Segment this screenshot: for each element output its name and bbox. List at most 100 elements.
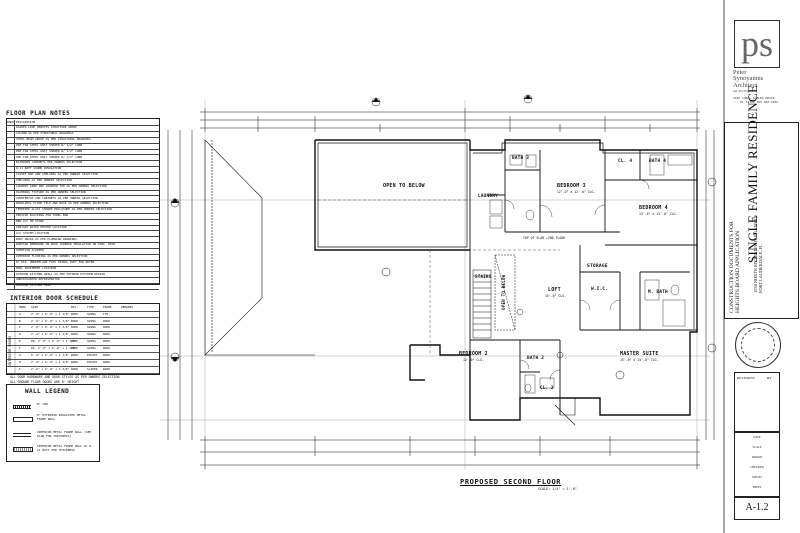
door-schedule-cell-mark: F (19, 346, 21, 351)
door-schedule-column-header: TYPE (87, 304, 94, 309)
notes-description: NEW A/C ON STAND (16, 218, 44, 223)
room-storage: STORAGE (587, 264, 608, 269)
notes-mark-cell (7, 195, 15, 202)
notes-mark-cell (7, 236, 15, 243)
exterior-walls-inner (317, 142, 695, 329)
legend-cmu: 8" CMU (37, 402, 48, 406)
notes-row: COUNTERTOP AND CABINETS AS PER OWNERS SE… (7, 195, 159, 203)
notes-description: OUTDOOR KITCHEN SINK (16, 283, 51, 288)
notes-mark-cell (7, 165, 15, 172)
notes-mark-cell (7, 259, 15, 266)
notes-row: COLUMN AS PER STRUCTURAL DRAWINGS (7, 130, 159, 138)
notes-row: INSTANT WATER HEATER LOCATION (7, 224, 159, 232)
notes-description: PLUMBING FIXTURE AS PER OWNERS SELECTION (16, 189, 86, 194)
floor-plan-notes-title: FLOOR PLAN NOTES (6, 110, 71, 117)
notes-row: CLOSET ROD AND SHELVING AS PER OWNERS SE… (7, 171, 159, 179)
notes-mark-cell (7, 241, 15, 249)
firm-name: Peter Synoyannis Architect AR: 0013356 (733, 69, 763, 93)
notes-description: INSTANT WATER HEATER LOCATION (16, 224, 67, 229)
notes-row: A/C SYSTEM LOCATION (7, 230, 159, 238)
door-schedule-column-header: MAT. (71, 304, 78, 309)
door-schedule-cell-mat: WOOD (71, 311, 78, 316)
room-loft: LOFT (548, 287, 561, 293)
notes-description: INTERIOR FLOORING AS PER OWNERS SELECTIO… (16, 254, 88, 259)
door-schedule-notes: ALL DOOR HARDWARE AND DOOR STYLES AS PER… (10, 375, 119, 385)
door-note-2: ALL GROUND FLOOR DOORS ARE 8' HEIGHT (10, 380, 80, 385)
legend-exterior: 8" EXTERIOR INSULATED METAL FRAME WALL (37, 413, 86, 421)
room-open-to-below-1: OPEN TO BELOW (383, 183, 425, 189)
notes-mark-cell: MARK (7, 119, 15, 126)
door-schedule-cell-mark: E (19, 339, 21, 344)
door-schedule-cell-mat: WOOD (71, 339, 78, 344)
notes-row: POOL EQUIPMENT LOCATION (7, 265, 159, 273)
notes-row: PLUMBING FIXTURE AS PER OWNERS SELECTION (7, 189, 159, 197)
balcony (554, 398, 576, 426)
roof-hip-outline (204, 139, 315, 356)
notes-description: CLOSET ROD AND SHELVING AS PER OWNERS SE… (16, 172, 98, 177)
notes-mark-cell (7, 130, 15, 137)
notes-row: PRE-FAB STEEL UNIT SHOWER W/ 1/2" CURB (7, 148, 159, 156)
notes-description: POOL EQUIPMENT LOCATION (16, 265, 57, 270)
firm-logo: ps (734, 20, 780, 68)
section-marker-arrows (171, 95, 532, 362)
notes-description: PROVIDE BLOCKING FOR TOWEL BAR (16, 213, 69, 218)
notes-row: STEEL BEAM ABOVE AS PER STRUCTURAL DRAWI… (7, 136, 159, 144)
notes-row: OUTDOOR KITCHEN SINK (7, 282, 159, 290)
notes-mark-cell (7, 265, 15, 272)
notes-mark-cell (7, 171, 15, 178)
sheet-number: A-1.2 (734, 496, 780, 520)
notes-mark-cell (7, 218, 15, 225)
notes-row: INTERIOR FLOORING AS PER OWNERS SELECTIO… (7, 253, 159, 261)
door-schedule-title: INTERIOR DOOR SCHEDULE (10, 295, 99, 302)
room-bath-4: BATH 4 (649, 159, 667, 164)
notes-description: DESCRIPTION (16, 119, 36, 124)
door-schedule-cell-mat: WOOD (71, 318, 78, 323)
door-schedule-cell-mark: B (19, 318, 21, 323)
room-bedroom-3: BEDROOM 3 (557, 183, 586, 189)
door-schedule-cell-frame: WOOD (103, 353, 110, 358)
revisions-label: REVISIONS (737, 376, 755, 380)
notes-description: DASHED LINE DENOTES STRUCTURE ABOVE (16, 125, 77, 130)
door-schedule-cell-frame: WOOD (103, 366, 110, 371)
notes-mark-cell (7, 200, 15, 208)
legend-swatch-exterior (13, 417, 33, 422)
notes-description: OVERFLOW SCUPPER (16, 248, 44, 253)
notes-row: ROOFING MEMBRANE ON ROOD TAPERED INSULAT… (7, 241, 159, 250)
notes-row: ROOF DRAIN AS PER PLUMBING DRAWINGS (7, 236, 159, 244)
project-address-2: FORT LAUDERDALE, FL (758, 244, 763, 293)
door-schedule-cell-size: 2'-6" x 6'-8" x 1 3/8" (31, 318, 70, 323)
room-bedroom-3-dims: 12'-0" x 12'-0" CLG. (557, 190, 596, 194)
project-address: 1036 NORTH RIVERVIEW BOULEVARD FORT LAUD… (753, 215, 763, 293)
notes-mark-cell (7, 276, 15, 284)
room-master-suite: MASTER SUITE (620, 351, 659, 357)
stairs (472, 254, 516, 339)
plan-title: PROPOSED SECOND FLOOR (460, 478, 562, 486)
firm-name-line-3: Architect (733, 81, 758, 89)
notes-description: PRE-FAB STEEL UNIT SHOWER W/ 1/2" CURB (16, 142, 83, 147)
room-master-suite-dims: 15'-0" x 15'-0" CLG. (620, 358, 659, 362)
door-swings (504, 179, 650, 381)
wall-legend: WALL LEGEND 8" CMU 8" EXTERIOR INSULATED… (6, 384, 100, 462)
notes-description: COLUMN AS PER STRUCTURAL DRAWINGS (16, 131, 74, 136)
door-schedule-cell-mark: G (19, 353, 21, 358)
project-title-area: CONSTRUCTION DOCUMENTS FOR HEIGHTS BOARD… (725, 85, 763, 313)
notes-description: ROOFING MEMBRANE ON ROOD TAPERED INSULAT… (16, 242, 116, 247)
door-schedule-cell-mark: A (19, 311, 21, 316)
notes-mark-cell (7, 189, 15, 196)
room-m-bath: M. BATH (648, 290, 668, 295)
door-schedule-cell-type: POCKET (87, 353, 98, 358)
room-bath-2: BATH 2 (527, 356, 545, 361)
legend-swatch-interior (13, 433, 31, 437)
room-loft-dims: 15'-0" CLG. (545, 294, 567, 298)
notes-row: PRE-FAB STEEL UNIT SHOWER W/ 1/2" CURB (7, 154, 159, 162)
room-bedroom-2-dims: 12'-0" CLG. (463, 358, 485, 362)
notes-description: WHIRLPOOL FLOOR TILE AND BASE AS PER OWN… (16, 201, 109, 206)
project-title-box: CONSTRUCTION DOCUMENTS FOR HEIGHTS BOARD… (724, 85, 799, 319)
room-bath-3: BATH 3 (512, 156, 530, 161)
